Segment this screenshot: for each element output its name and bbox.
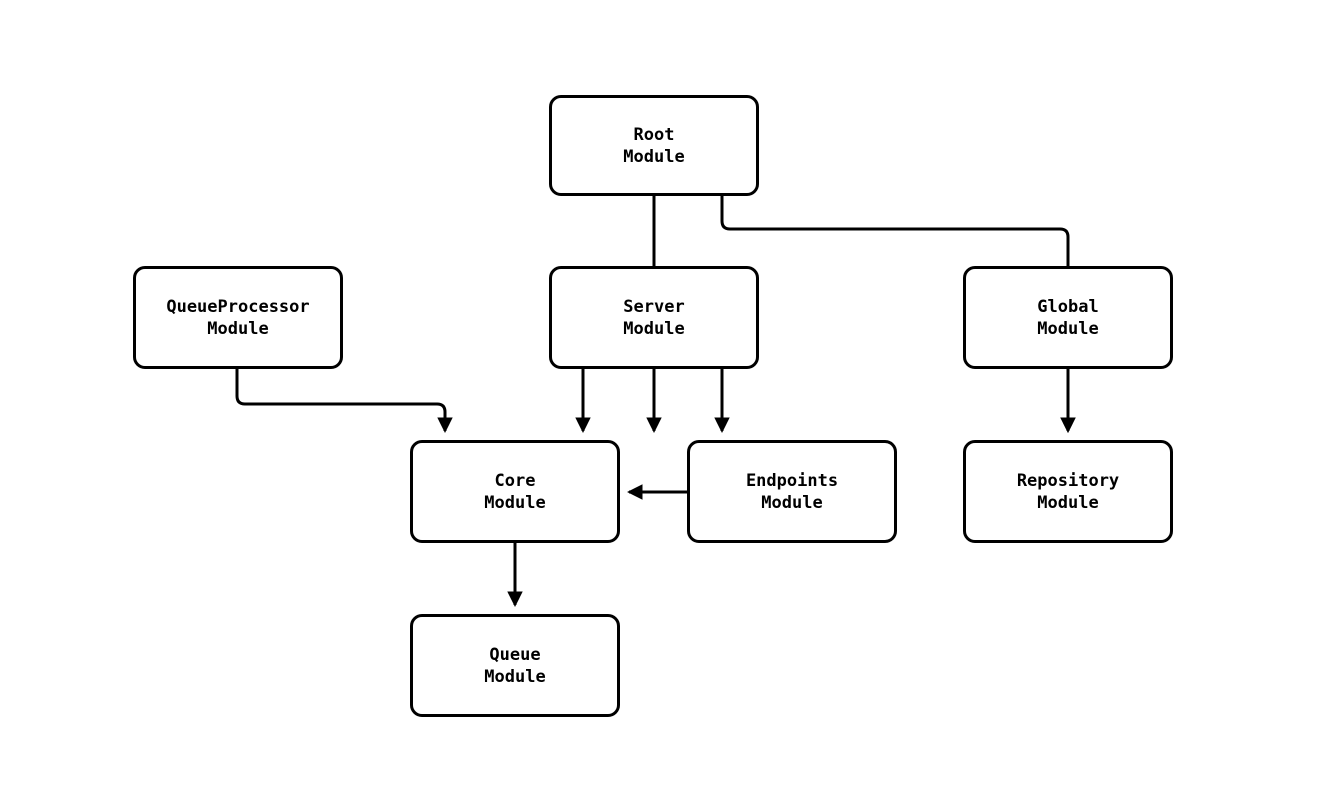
- node-core-module-label: Core Module: [484, 470, 546, 513]
- edge-queueprocessor-to-core: [235, 369, 453, 433]
- node-global-module-label: Global Module: [1037, 296, 1099, 339]
- node-queueprocessor-module-label: QueueProcessor Module: [166, 296, 310, 339]
- node-queueprocessor-module[interactable]: QueueProcessor Module: [133, 266, 343, 369]
- node-endpoints-module[interactable]: Endpoints Module: [687, 440, 897, 543]
- node-root-module-label: Root Module: [623, 124, 685, 167]
- node-queue-module[interactable]: Queue Module: [410, 614, 620, 717]
- node-server-module-label: Server Module: [623, 296, 685, 339]
- node-queue-module-label: Queue Module: [484, 644, 546, 687]
- node-repository-module[interactable]: Repository Module: [963, 440, 1173, 543]
- node-endpoints-module-label: Endpoints Module: [745, 470, 839, 513]
- node-global-module[interactable]: Global Module: [963, 266, 1173, 369]
- node-repository-module-label: Repository Module: [1016, 470, 1120, 513]
- node-core-module[interactable]: Core Module: [410, 440, 620, 543]
- node-root-module[interactable]: Root Module: [549, 95, 759, 196]
- node-server-module[interactable]: Server Module: [549, 266, 759, 369]
